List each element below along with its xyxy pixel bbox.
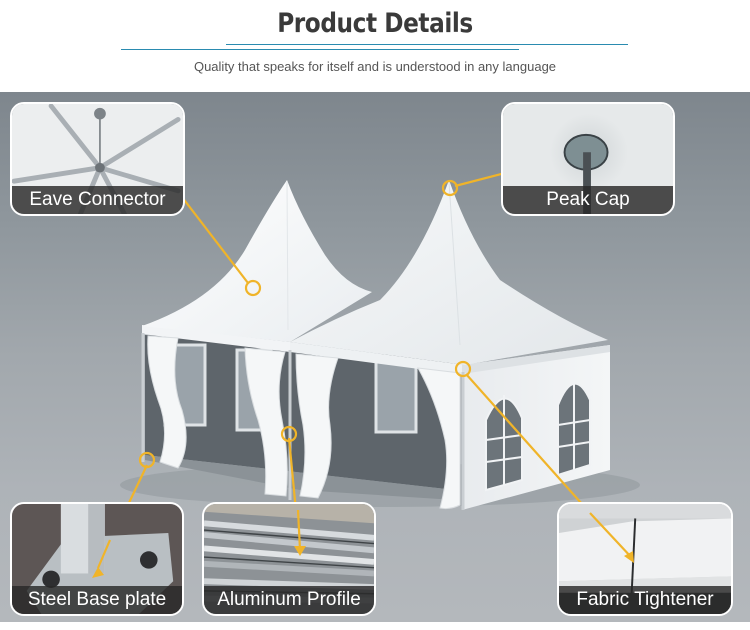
tent-illustration xyxy=(96,152,640,571)
header: Product Details Quality that speaks for … xyxy=(0,0,750,92)
page-title: Product Details xyxy=(277,8,473,39)
title-rule-top xyxy=(226,44,628,45)
aluminum-profile-label: Aluminum Profile xyxy=(204,586,374,614)
page-subtitle: Quality that speaks for itself and is un… xyxy=(193,59,557,74)
steel-base-plate-label: Steel Base plate xyxy=(12,586,182,614)
callout-card-peak-cap[interactable]: Peak Cap xyxy=(501,102,675,216)
footer-spacer xyxy=(0,622,750,630)
eave-connector-label: Eave Connector xyxy=(12,186,183,214)
callout-card-aluminum-profile[interactable]: Aluminum Profile xyxy=(202,502,376,616)
peak-cap-label: Peak Cap xyxy=(503,186,673,214)
fabric-tightener-label: Fabric Tightener xyxy=(559,586,731,614)
callout-card-fabric-tightener[interactable]: Fabric Tightener xyxy=(557,502,733,616)
title-rule-bottom xyxy=(121,49,519,50)
callout-card-steel-base-plate[interactable]: Steel Base plate xyxy=(10,502,184,616)
product-scene: Eave Connector Peak Cap Steel Base plate xyxy=(0,92,750,622)
callout-card-eave-connector[interactable]: Eave Connector xyxy=(10,102,185,216)
